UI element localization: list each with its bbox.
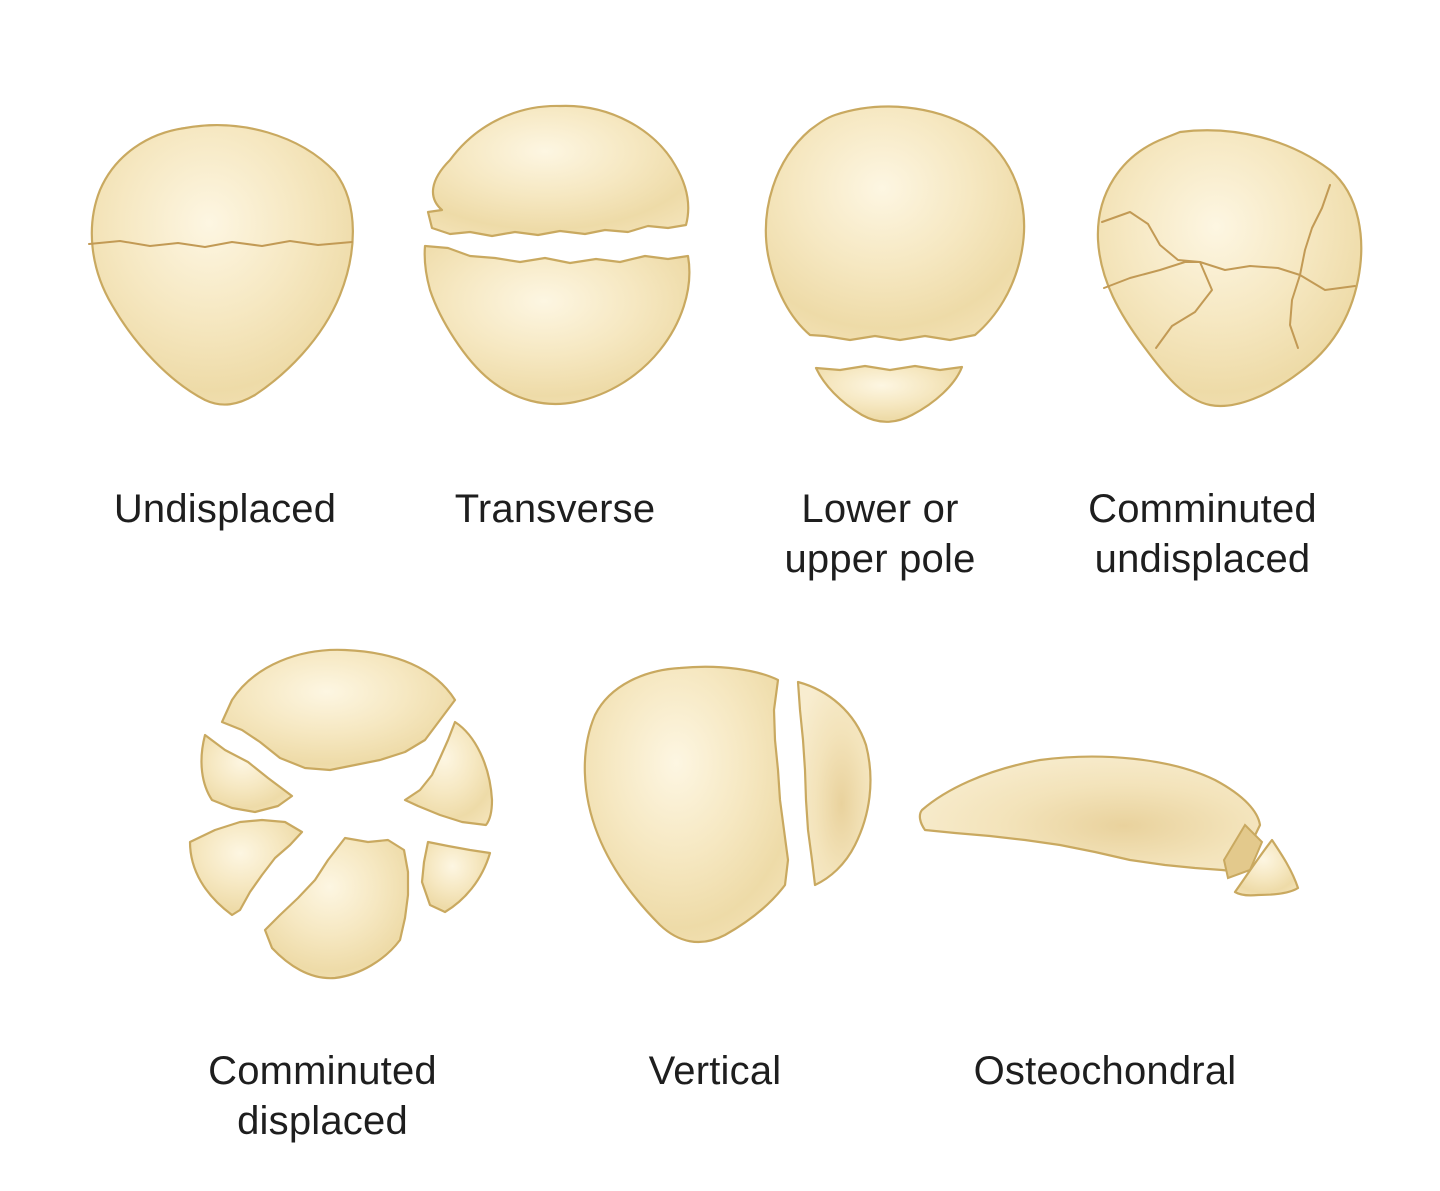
patella-comminuted-undisplaced xyxy=(1096,129,1363,407)
label-osteochondral: Osteochondral xyxy=(973,1049,1237,1093)
patella-undisplaced xyxy=(88,124,354,406)
patella-lower-upper-pole xyxy=(764,105,1026,423)
label-undisplaced: Undisplaced xyxy=(113,487,337,531)
label-vertical: Vertical xyxy=(648,1049,782,1093)
label-lower-upper-pole: Lower or upper pole xyxy=(784,487,976,581)
label-comminuted-undisplaced: Comminuted undisplaced xyxy=(1088,487,1317,581)
label-comminuted-displaced: Comminuted displaced xyxy=(208,1049,437,1143)
patella-vertical xyxy=(583,665,872,944)
label-transverse: Transverse xyxy=(454,487,656,531)
patella-transverse xyxy=(423,104,691,406)
patella-osteochondral xyxy=(918,755,1300,897)
patella-comminuted-displaced xyxy=(188,648,494,980)
